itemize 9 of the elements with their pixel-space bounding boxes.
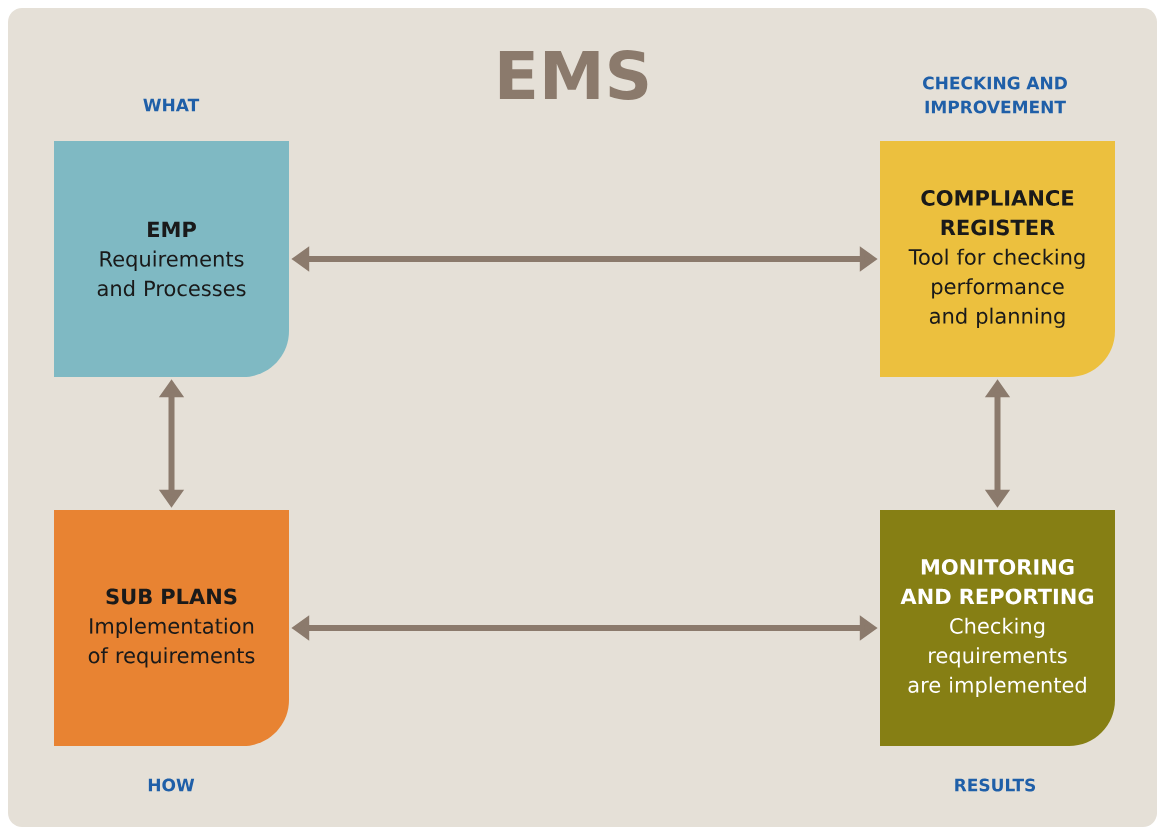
process-box: MONITORING AND REPORTING Checking requirements are implemented xyxy=(880,510,1115,746)
section-label: CHECKING AND IMPROVEMENT xyxy=(923,76,1067,114)
process-box: SUB PLANS Implementation of requirements xyxy=(54,510,289,746)
section-label: WHAT xyxy=(143,98,200,112)
process-box: COMPLIANCE REGISTER Tool for checking performance and planning xyxy=(880,141,1115,377)
section-label: RESULTS xyxy=(955,778,1036,792)
process-box: EMP Requirements and Processes xyxy=(54,141,289,377)
title: EMS xyxy=(499,50,648,100)
section-label: HOW xyxy=(148,778,195,792)
